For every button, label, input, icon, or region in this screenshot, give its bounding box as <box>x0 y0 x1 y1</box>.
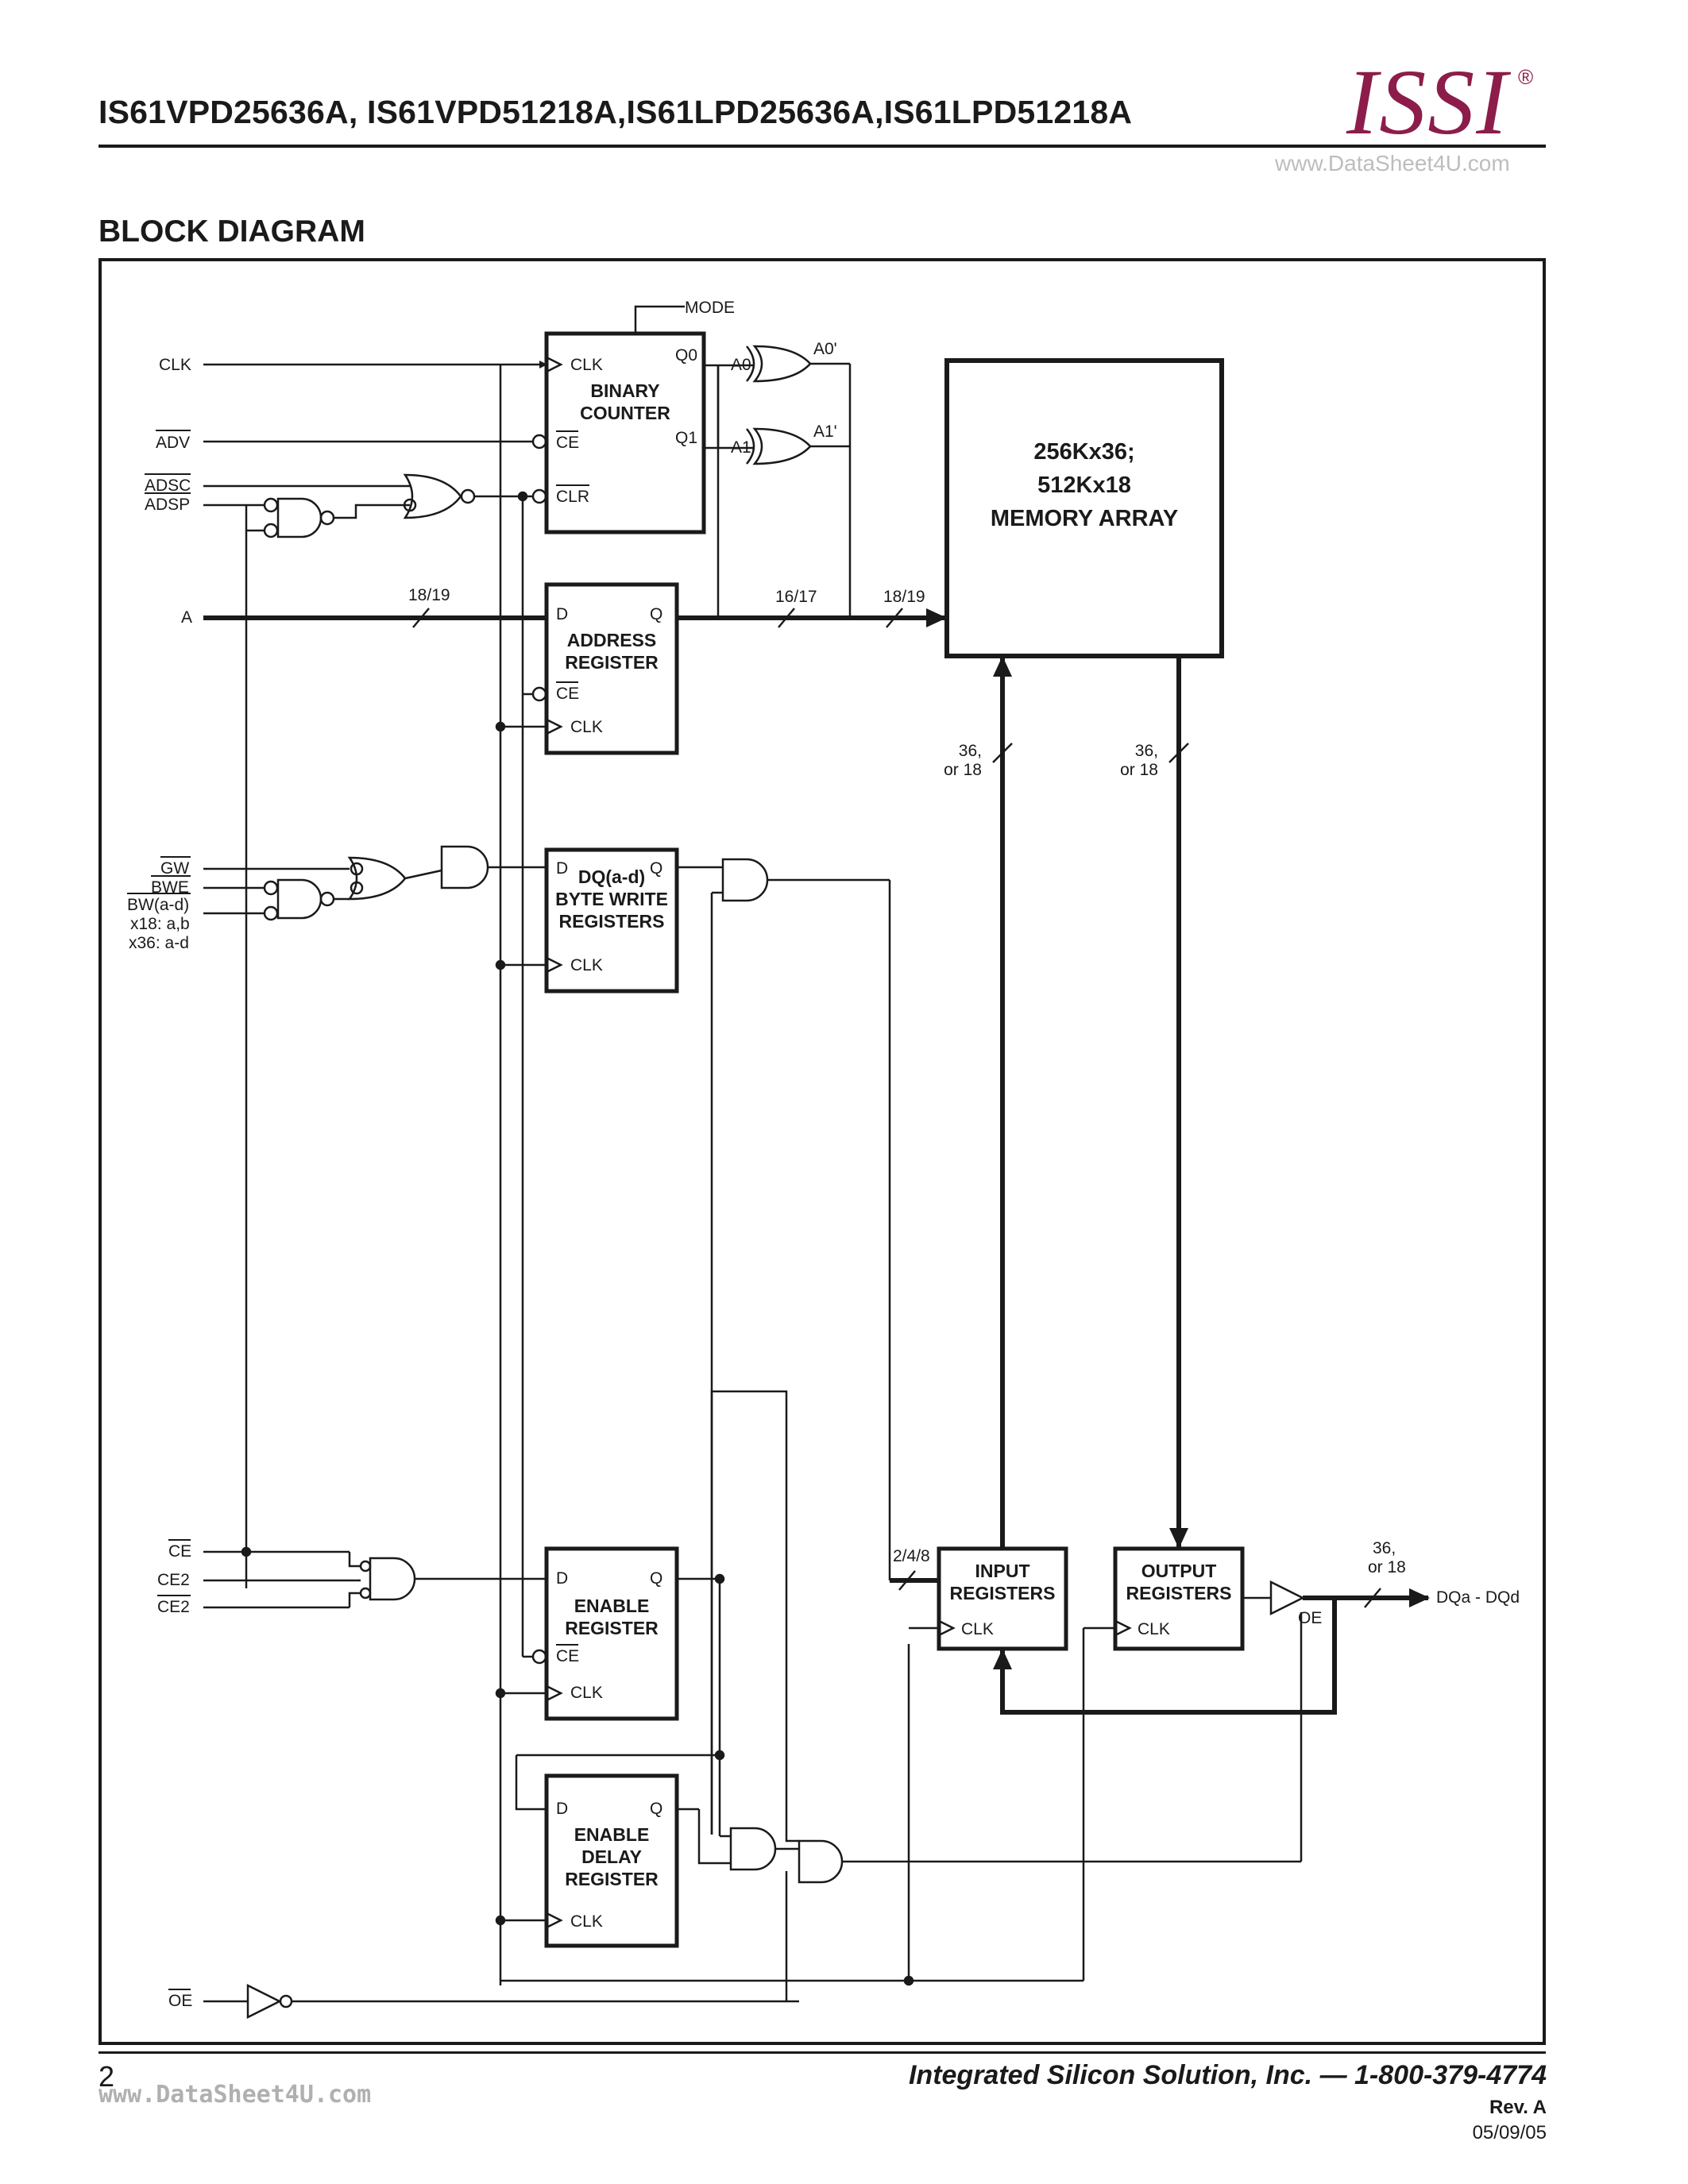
counter-ce: CE <box>556 434 579 452</box>
width-out-2: or 18 <box>1120 761 1158 779</box>
address-register-block <box>544 582 679 755</box>
a1p-label: A1' <box>813 423 837 441</box>
width-in-2: or 18 <box>944 761 982 779</box>
dq-out-label: DQa - DQd <box>1436 1588 1520 1607</box>
byte-bits-label: 2/4/8 <box>893 1547 930 1565</box>
mem-title-3: MEMORY ARRAY <box>991 506 1178 531</box>
bw-clk: CLK <box>570 956 603 974</box>
out-reg-title-2: REGISTERS <box>1126 1583 1232 1603</box>
addr-width-in: 18/19 <box>408 586 450 604</box>
adv-label: ADV <box>156 434 190 452</box>
in-reg-clk: CLK <box>961 1620 994 1638</box>
adsc-label: ADSC <box>145 477 191 495</box>
en-ce: CE <box>556 1647 579 1665</box>
enable-register-block <box>544 1546 679 1721</box>
counter-title-1: BINARY <box>590 380 659 401</box>
addr-width-mem: 18/19 <box>883 588 925 606</box>
dly-title-1: ENABLE <box>574 1824 650 1845</box>
a0-label: A0 <box>731 356 751 374</box>
out-reg-clk: CLK <box>1138 1620 1170 1638</box>
en-title-2: REGISTER <box>565 1618 659 1638</box>
byte-write-register-block <box>544 847 679 994</box>
a0p-label: A0' <box>813 340 837 358</box>
counter-clr: CLR <box>556 488 589 506</box>
section-title: BLOCK DIAGRAM <box>98 214 365 249</box>
header-rule <box>98 145 1546 148</box>
addr-ce: CE <box>556 685 579 703</box>
bw-title-3: REGISTERS <box>559 911 665 932</box>
issi-logo: ISSI <box>1346 50 1509 154</box>
header-watermark: www.DataSheet4U.com <box>1275 151 1510 176</box>
en-q: Q <box>650 1569 662 1588</box>
addr-clk: CLK <box>570 718 603 736</box>
bwe-label: BWE <box>151 878 189 897</box>
bw-q: Q <box>650 859 662 878</box>
document-header-title: IS61VPD25636A, IS61VPD51218A,IS61LPD2563… <box>98 94 1133 130</box>
counter-q0: Q0 <box>675 346 697 365</box>
diagram-frame <box>98 258 1546 2045</box>
revision-date: 05/09/05 <box>1472 2122 1547 2143</box>
enable-delay-register-block <box>544 1773 679 1948</box>
addr-title-1: ADDRESS <box>567 630 656 650</box>
ce2b-label: CE2 <box>157 1598 190 1616</box>
width-out-1: 36, <box>1135 742 1158 760</box>
out-reg-title-1: OUTPUT <box>1141 1561 1217 1581</box>
oe-label: OE <box>168 1992 192 2010</box>
bw-d: D <box>556 859 568 878</box>
bw-title-2: BYTE WRITE <box>555 889 668 909</box>
dq-width-2: or 18 <box>1368 1558 1406 1576</box>
ce-label: CE <box>168 1542 191 1561</box>
counter-q1: Q1 <box>675 429 697 447</box>
dly-title-3: REGISTER <box>565 1869 659 1889</box>
addr-d: D <box>556 605 568 623</box>
memory-array-block <box>944 358 1224 658</box>
binary-counter-block <box>544 331 706 534</box>
adsp-label: ADSP <box>145 496 190 514</box>
counter-title-2: COUNTER <box>580 403 670 423</box>
dly-q: Q <box>650 1800 662 1818</box>
addr-q: Q <box>650 605 662 623</box>
footer-rule <box>98 2051 1546 2054</box>
x36-label: x36: a-d <box>129 934 189 952</box>
counter-clk: CLK <box>570 356 603 374</box>
footer-watermark: www.DataSheet4U.com <box>98 2081 372 2109</box>
mode-label: MODE <box>685 299 735 317</box>
a1-label: A1 <box>731 438 751 457</box>
ce2-label: CE2 <box>157 1571 190 1589</box>
in-reg-title-2: REGISTERS <box>950 1583 1056 1603</box>
dq-width-1: 36, <box>1373 1539 1396 1557</box>
a-label: A <box>181 608 192 627</box>
gw-label: GW <box>160 859 189 878</box>
revision: Rev. A <box>1489 2097 1547 2118</box>
en-clk: CLK <box>570 1684 603 1702</box>
clk-label: CLK <box>159 356 191 374</box>
en-title-1: ENABLE <box>574 1596 650 1616</box>
counter-width: 16/17 <box>775 588 817 606</box>
page-number: 2 <box>98 2060 115 2093</box>
in-reg-title-1: INPUT <box>975 1561 1030 1581</box>
dly-title-2: DELAY <box>581 1846 642 1867</box>
addr-title-2: REGISTER <box>565 652 659 673</box>
oe-buffer-label: OE <box>1298 1609 1322 1627</box>
mem-title-1: 256Kx36; <box>1033 439 1134 465</box>
dly-clk: CLK <box>570 1912 603 1931</box>
company-contact: Integrated Silicon Solution, Inc. — 1-80… <box>908 2060 1547 2090</box>
bw-title-1: DQ(a-d) <box>578 866 645 887</box>
en-d: D <box>556 1569 568 1588</box>
bw-label: BW(a-d) <box>127 896 189 914</box>
width-in-1: 36, <box>959 742 982 760</box>
x18-label: x18: a,b <box>130 915 190 933</box>
mem-title-2: 512Kx18 <box>1037 473 1131 498</box>
registered-mark: ® <box>1518 65 1534 89</box>
dly-d: D <box>556 1800 568 1818</box>
